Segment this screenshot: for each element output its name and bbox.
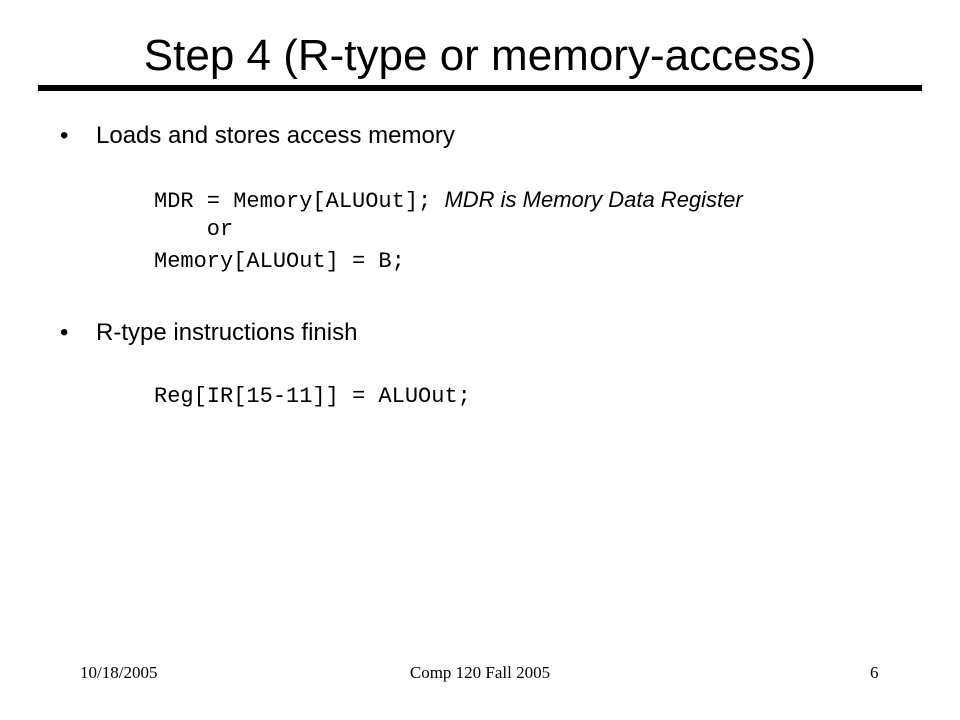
bullet-text: R-type instructions finish <box>96 319 358 346</box>
bullet-item-1: • Loads and stores access memory <box>60 121 455 151</box>
code-text: MDR = Memory[ALUOut]; <box>154 189 432 214</box>
footer-date: 10/18/2005 <box>80 663 158 682</box>
code-annotation: MDR is Memory Data Register <box>444 187 743 212</box>
bullet-item-2: • R-type instructions finish <box>60 318 357 348</box>
bullet-marker: • <box>60 122 69 149</box>
code-line: Memory[ALUOut] = B; <box>154 249 405 275</box>
slide-title: Step 4 (R-type or memory-access) <box>143 31 817 80</box>
code-text: Memory[ALUOut] = B; <box>154 249 405 274</box>
title-underline <box>38 85 922 91</box>
bullet-text: Loads and stores access memory <box>96 122 455 149</box>
bullet-marker: • <box>60 319 69 346</box>
code-line: Reg[IR[15-11]] = ALUOut; <box>154 384 471 410</box>
code-text: Reg[IR[15-11]] = ALUOut; <box>154 384 471 409</box>
footer-course: Comp 120 Fall 2005 <box>409 663 551 682</box>
footer-page-number: 6 <box>870 663 879 682</box>
code-line: or <box>154 217 233 243</box>
code-text: or <box>154 217 234 242</box>
code-line: MDR = Memory[ALUOut]; MDR is Memory Data… <box>154 187 743 215</box>
